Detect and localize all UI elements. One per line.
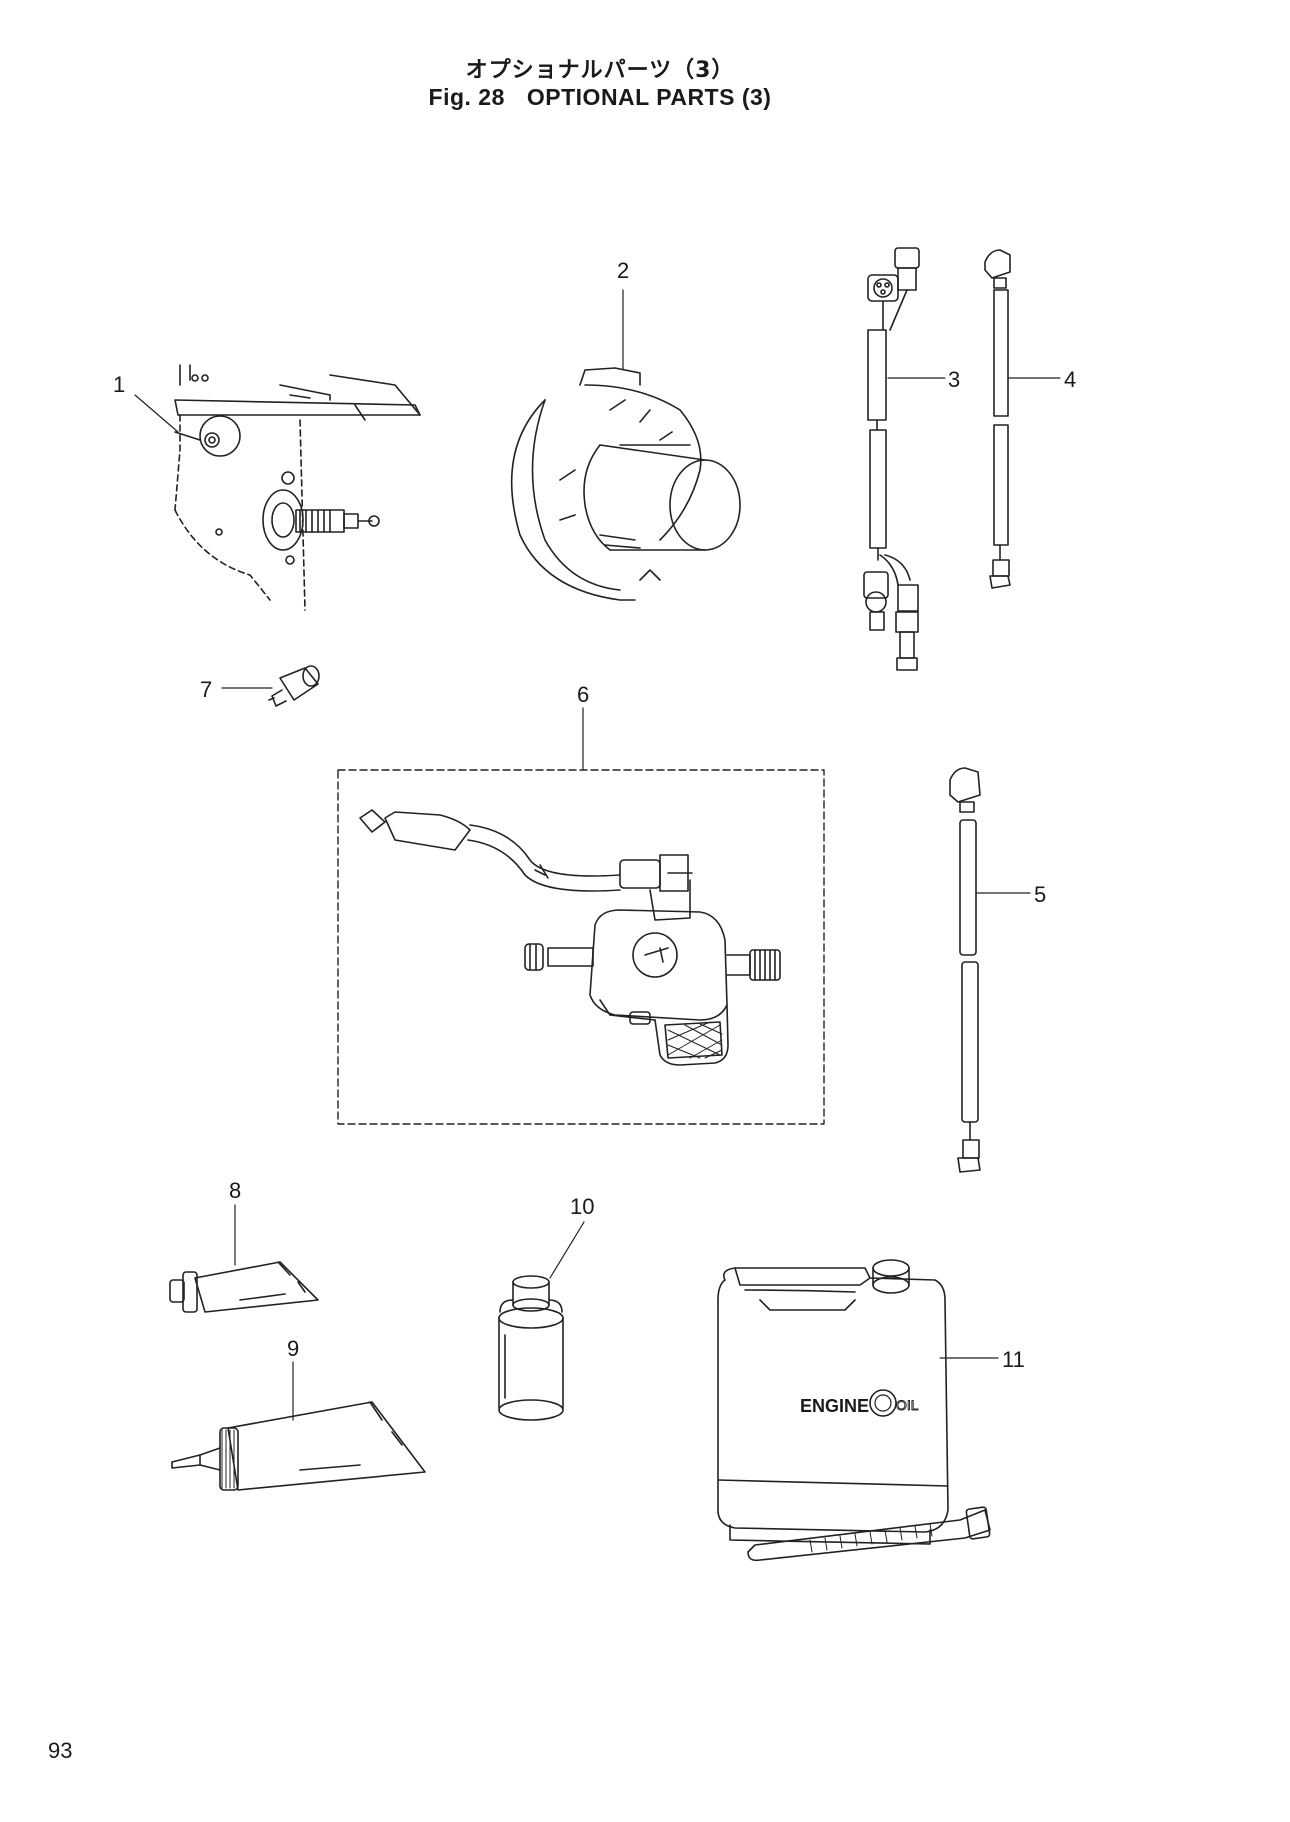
part-3-wire-harness-illustration	[863, 247, 920, 671]
callout-8: 8	[229, 1178, 242, 1203]
page-number: 93	[48, 1738, 73, 1763]
leader-line-1	[134, 394, 179, 433]
callout-5: 5	[1034, 882, 1047, 907]
part-8-grease-tube-illustration	[169, 1261, 319, 1313]
callout-11: 11	[1002, 1347, 1025, 1372]
callout-10: 10	[570, 1194, 595, 1219]
part-4-lead-illustration	[984, 249, 1011, 589]
part-6-remote-control-illustration	[359, 809, 781, 1066]
callout-7: 7	[200, 677, 213, 702]
callout-4: 4	[1064, 367, 1077, 392]
callout-3: 3	[948, 367, 961, 392]
part-5-lead-illustration	[949, 767, 981, 1173]
callout-9: 9	[287, 1336, 300, 1361]
callout-6: 6	[577, 682, 590, 707]
figure-title: OPTIONAL PARTS (3)	[526, 84, 772, 110]
oil-can-o-logo	[869, 1389, 897, 1417]
part-7-fitting-illustration	[268, 665, 320, 707]
figure-title-english: Fig. 28 OPTIONAL PARTS (3)	[0, 84, 1200, 111]
figure-title-japanese: オプショナルパーツ（3）	[465, 58, 735, 83]
oil-can-label: ENGINE	[800, 1396, 869, 1416]
part-2-hub-illustration	[510, 367, 741, 601]
callout-1: 1	[113, 372, 126, 397]
oil-can-label-suffix: OIL	[896, 1397, 919, 1413]
part-11-oil-container-illustration	[717, 1259, 991, 1562]
part-1-gearcase-illustration	[174, 364, 421, 611]
part-9-grease-tube-illustration	[171, 1401, 426, 1491]
part-6-kit-frame	[337, 769, 825, 1125]
part-10-can-illustration	[498, 1275, 564, 1421]
callout-2: 2	[617, 258, 630, 283]
figure-number: Fig. 28	[428, 84, 505, 110]
leader-line-10	[549, 1221, 585, 1279]
